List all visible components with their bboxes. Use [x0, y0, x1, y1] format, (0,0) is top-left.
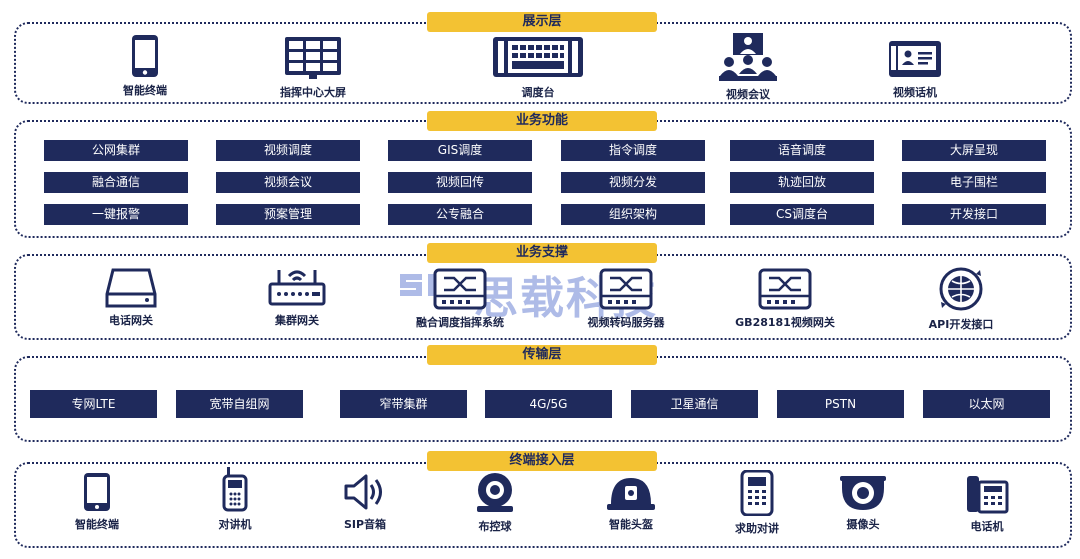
support-item-label: 集群网关: [275, 314, 319, 327]
dome-camera-icon: [477, 473, 513, 512]
support-item-fusion-dispatch: 融合调度指挥系统: [390, 268, 530, 330]
business-function-box: GIS调度: [388, 140, 532, 161]
help-intercom-icon: [740, 470, 774, 516]
terminal-item-label: 摄像头: [846, 518, 880, 531]
terminal-item-label: 智能头盔: [609, 518, 653, 531]
smartphone-icon: [132, 35, 158, 77]
business-function-box: CS调度台: [730, 204, 874, 225]
transport-item-box: 窄带集群: [340, 390, 467, 418]
cluster-gateway-icon: [268, 270, 326, 306]
smartphone-icon: [84, 473, 110, 511]
support-item-label: 电话网关: [109, 314, 153, 327]
phone-gateway-icon: [105, 268, 157, 308]
support-layer-title: 业务支撑: [427, 243, 657, 263]
support-item-label: API开发接口: [928, 318, 994, 331]
display-layer-title: 展示层: [427, 12, 657, 32]
transport-item-box: 4G/5G: [485, 390, 612, 418]
business-function-box: 语音调度: [730, 140, 874, 161]
business-function-box: 轨迹回放: [730, 172, 874, 193]
display-item-video-conference: 视频会议: [683, 32, 813, 102]
speaker-icon: [344, 474, 382, 510]
support-item-label: 视频转码服务器: [587, 316, 665, 329]
display-item-command-wall: 指挥中心大屏: [248, 36, 378, 100]
display-item-label: 调度台: [521, 86, 555, 99]
business-function-box: 公网集群: [44, 140, 188, 161]
business-layer-title: 业务功能: [427, 111, 657, 131]
transport-item-box: 宽带自组网: [176, 390, 303, 418]
business-function-box: 大屏呈现: [902, 140, 1046, 161]
transport-item-box: 以太网: [923, 390, 1050, 418]
walkie-talkie-icon: [222, 467, 248, 512]
business-function-box: 指令调度: [561, 140, 705, 161]
display-item-smart-terminal: 智能终端: [80, 34, 210, 98]
business-function-box: 视频会议: [216, 172, 360, 193]
display-item-label: 视频话机: [893, 86, 937, 99]
business-function-box: 一键报警: [44, 204, 188, 225]
business-function-box: 预案管理: [216, 204, 360, 225]
transport-item-box: 专网LTE: [30, 390, 157, 418]
video-phone-icon: [889, 41, 941, 77]
display-item-label: 指挥中心大屏: [280, 86, 346, 99]
support-item-transcoding-server: 视频转码服务器: [556, 268, 696, 330]
api-globe-icon: [939, 267, 983, 311]
business-function-box: 开发接口: [902, 204, 1046, 225]
terminal-item-label: 智能终端: [75, 518, 119, 531]
terminal-item-label: 求助对讲: [735, 522, 779, 535]
display-item-dispatch-console: 调度台: [473, 36, 603, 100]
transport-layer-title: 传输层: [427, 345, 657, 365]
terminal-item-sip-speaker: SIP音箱: [300, 472, 430, 532]
terminal-item-smart-helmet: 智能头盔: [566, 474, 696, 532]
transcoding-server-icon: [599, 268, 653, 310]
transport-item-box: PSTN: [777, 390, 904, 418]
support-item-gb28181-gateway: GB28181视频网关: [710, 268, 860, 330]
terminal-item-desk-phone: 电话机: [922, 474, 1052, 534]
terminal-item-camera: 摄像头: [798, 474, 928, 532]
display-item-video-phone: 视频话机: [850, 40, 980, 100]
display-item-label: 视频会议: [726, 88, 770, 101]
support-item-label: 融合调度指挥系统: [416, 316, 504, 329]
support-item-cluster-gateway: 集群网关: [232, 266, 362, 328]
video-conference-icon: [719, 33, 777, 81]
business-function-box: 视频调度: [216, 140, 360, 161]
business-function-box: 视频分发: [561, 172, 705, 193]
business-function-box: 融合通信: [44, 172, 188, 193]
display-item-label: 智能终端: [123, 84, 167, 97]
business-function-box: 视频回传: [388, 172, 532, 193]
terminal-item-dome-camera: 布控球: [430, 470, 560, 534]
terminal-item-smart-terminal: 智能终端: [32, 472, 162, 532]
support-item-phone-gateway: 电话网关: [66, 268, 196, 328]
terminal-item-label: 电话机: [970, 520, 1004, 533]
fusion-dispatch-icon: [433, 268, 487, 310]
terminal-item-label: SIP音箱: [343, 518, 387, 531]
transport-item-box: 卫星通信: [631, 390, 758, 418]
terminal-item-label: 对讲机: [218, 518, 252, 531]
dispatch-console-icon: [493, 37, 583, 77]
camera-icon: [840, 476, 886, 510]
support-item-api: API开发接口: [896, 266, 1026, 332]
business-function-box: 公专融合: [388, 204, 532, 225]
gb28181-gateway-icon: [758, 268, 812, 310]
business-function-box: 组织架构: [561, 204, 705, 225]
desk-phone-icon: [967, 476, 1009, 514]
support-item-label: GB28181视频网关: [735, 316, 835, 329]
terminal-item-walkie-talkie: 对讲机: [170, 466, 300, 532]
terminal-item-help-intercom: 求助对讲: [692, 470, 822, 536]
helmet-icon: [607, 478, 655, 510]
video-wall-icon: [285, 37, 341, 79]
terminal-layer-title: 终端接入层: [427, 451, 657, 471]
business-function-box: 电子围栏: [902, 172, 1046, 193]
terminal-item-label: 布控球: [478, 520, 512, 533]
